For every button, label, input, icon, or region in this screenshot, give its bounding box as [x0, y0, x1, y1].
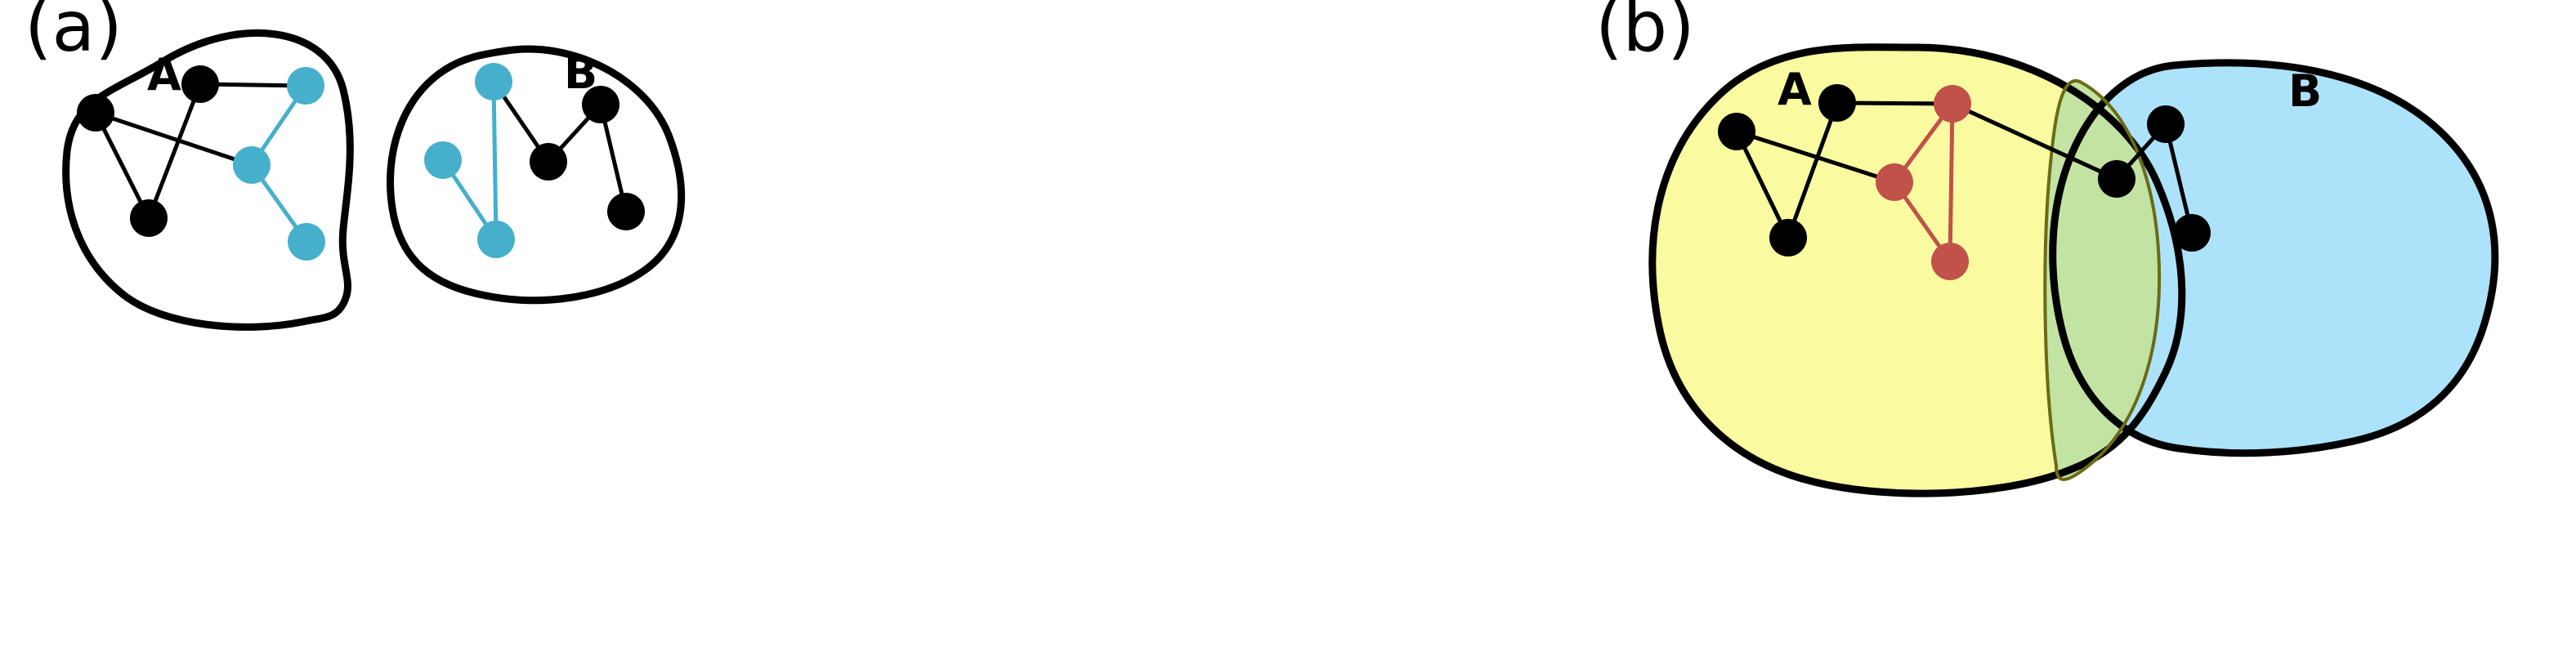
- set-a-left-node-a2[interactable]: [181, 65, 219, 103]
- set-a-left-node-a3[interactable]: [130, 199, 168, 237]
- set-a-right-group: B: [387, 45, 686, 305]
- panel-b-node-c4[interactable]: [1934, 85, 1971, 123]
- panel-b-edge-c3-c2: [1786, 100, 1840, 240]
- panel-b-edge-c4-c6: [1948, 101, 1955, 264]
- set-a-left-outline: [62, 29, 354, 331]
- set-b-blue-name-label: B: [2288, 65, 2322, 117]
- set-a-left-name-label: A: [147, 49, 181, 100]
- set-a-right-node-b3[interactable]: [477, 221, 515, 258]
- panel-b-node-c8[interactable]: [2147, 105, 2185, 143]
- set-a-left-edge-a3-a2: [146, 82, 203, 221]
- set-a-right-node-b5[interactable]: [582, 86, 619, 123]
- set-a-right-node-b4[interactable]: [530, 143, 567, 181]
- set-b-blue-fill: [2052, 62, 2495, 453]
- set-a-left-node-a4[interactable]: [287, 67, 324, 105]
- set-a-left-node-a6[interactable]: [288, 223, 325, 261]
- panel-b-node-c1[interactable]: [1718, 113, 1755, 150]
- panel-b-edge-c4-c7: [1950, 101, 2119, 181]
- set-a-right-edge-b1-b3: [491, 79, 499, 242]
- set-a-left-node-a1[interactable]: [77, 94, 114, 132]
- set-a-left-edge-a1-a3: [93, 110, 151, 221]
- panel-a-group: (a) A B: [25, 0, 686, 331]
- set-a-right-node-b1[interactable]: [475, 63, 512, 100]
- panel-b-caption: (b): [1595, 0, 1695, 68]
- set-a-right-outline: [387, 45, 686, 305]
- set-a-right-node-b6[interactable]: [607, 193, 645, 230]
- panel-b-node-c6[interactable]: [1931, 243, 1969, 280]
- panel-b-node-c9[interactable]: [2173, 214, 2211, 252]
- panel-b-node-c7[interactable]: [2098, 160, 2135, 198]
- set-a-left-group: A: [62, 29, 354, 331]
- panel-b-edge-c2-c4: [1835, 100, 1955, 106]
- panel-b-edge-c1-c3: [1734, 129, 1791, 240]
- set-b-yellow-name-label: A: [1778, 64, 1812, 115]
- set-b-blue-outline: [2049, 59, 2499, 457]
- panel-b-node-c3[interactable]: [1769, 219, 1807, 256]
- set-b-intersection-outline: [2043, 78, 2162, 481]
- set-a-left-node-a5[interactable]: [233, 146, 271, 184]
- set-b-yellow-outline: [1648, 43, 2186, 497]
- set-a-right-node-b2[interactable]: [424, 141, 462, 179]
- panel-a-caption: (a): [25, 0, 123, 68]
- panel-b-node-c2[interactable]: [1818, 84, 1856, 122]
- set-a-left-edge-a1-a5: [93, 110, 254, 167]
- panel-b-group: (b) A B: [1595, 0, 2499, 497]
- panel-b-node-c5[interactable]: [1876, 163, 1913, 201]
